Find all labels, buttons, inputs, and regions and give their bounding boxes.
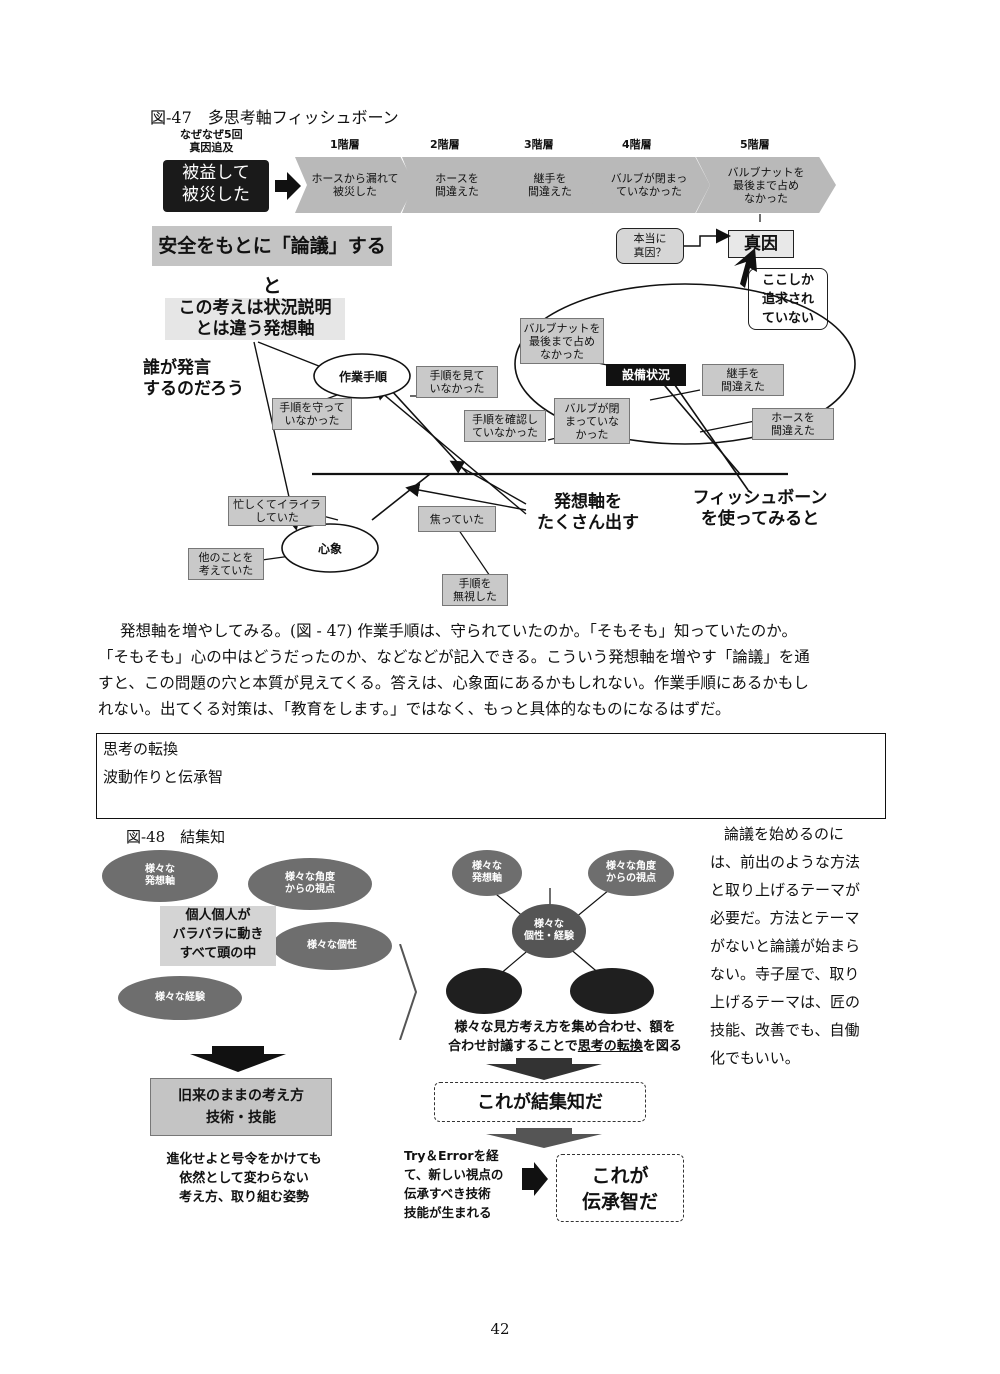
stage-chevron-1: ホースから漏れて 被災した: [295, 157, 415, 213]
start-box: 被益して 被災した: [163, 160, 269, 212]
box-tejun-miru: 手順を見て いなかった: [416, 366, 498, 398]
stage-chevron-3: 継手を 間違えた: [498, 157, 602, 213]
gather-caption-line2: 合わせ討議することで思考の転換を図る: [420, 1037, 710, 1056]
honto-box: 本当に 真因？: [616, 228, 684, 264]
page-number: 42: [490, 1320, 510, 1338]
box-nut: バルブナットを 最後まで占め なかった: [520, 318, 604, 364]
gather-caption-2a: 合わせ討議することで: [448, 1039, 578, 1054]
right-ellipse-2: 様々な角度 からの視点: [588, 850, 674, 896]
box-tejun-mamoru: 手順を守って いなかった: [272, 398, 352, 430]
shinsho-ellipse: [281, 523, 379, 573]
stage-label-3: 3階層: [524, 138, 554, 151]
dark-ellipse-right: [570, 968, 654, 1014]
setsubi-label: 設備状況: [606, 364, 686, 386]
box-tejun-kakunin: 手順を確認し ていなかった: [464, 410, 546, 442]
stage-label-1: 1階層: [330, 138, 360, 151]
stage-chevron-4: バルブが閉まっ ていなかった: [588, 157, 710, 213]
left-ellipse-1: 様々な 発想軸: [102, 850, 218, 902]
individual-box: 個人個人が バラバラに動き すべて頭の中: [160, 906, 276, 966]
why-header: なぜなぜ5回 真因追及: [180, 128, 243, 154]
paragraph-line-1: 発想軸を増やしてみる。(図 - 47) 作業手順は、守られていたのか。「そもそも…: [120, 622, 797, 640]
fishbone-diagram: [253, 214, 856, 583]
tryerror-text: Try＆Errorを経 て、新しい視点の 伝承すべき技術 技能が生まれる: [404, 1148, 504, 1220]
framed-box-line1: 思考の転換: [103, 740, 179, 758]
box-valve: バルブが閉 まっていな かった: [554, 398, 630, 444]
side-text-line-6: ない。寺子屋で、取り: [710, 965, 860, 983]
figure47-title: 図-47 多思考軸フィッシュボーン: [150, 108, 399, 127]
side-text-line-1: 論議を始めるのに: [724, 825, 845, 843]
old-caption: 進化せよと号令をかけても 依然として変わらない 考え方、取り組む姿勢: [166, 1152, 322, 1205]
stage-chevron-5: バルブナットを 最後まで占め なかった: [696, 157, 836, 213]
koko-box: ここしか 追求され ていない: [748, 268, 828, 330]
gather-caption: 様々な見方考え方を集め合わせ、額を 合わせ討議することで思考の転換を図る: [420, 1018, 710, 1056]
who-note: 誰が発言 するのだろう: [143, 358, 244, 399]
sagyo-ellipse: [313, 353, 411, 399]
left-ellipse-4: 様々な経験: [118, 976, 242, 1020]
right-bracket-arrow-icon: [399, 944, 418, 1040]
shinin-box: 真因: [728, 230, 794, 258]
box-aseri: 焦っていた: [418, 506, 496, 532]
start-arrow-icon: [275, 172, 301, 200]
box-tsugite: 継手を 間違えた: [702, 364, 784, 396]
side-text-line-9: 化でもいい。: [710, 1049, 800, 1067]
box-hose: ホースを 間違えた: [752, 408, 834, 440]
thought-axis-note: この考えは状況説明 とは違う発想軸: [165, 298, 345, 340]
paragraph-line-3: すと、この問題の穴と本質が見えてくる。答えは、心象面にあるかもしれない。作業手順…: [98, 674, 809, 692]
down-arrow-2-icon: [486, 1058, 602, 1080]
safety-banner: 安全をもとに「論議」すると: [152, 226, 392, 297]
side-text-line-5: がないと論議が始まら: [710, 937, 861, 955]
setsubi-ellipse: [514, 283, 856, 445]
figure48-title: 図-48 結集知: [126, 828, 226, 846]
gather-caption-line1: 様々な見方考え方を集め合わせ、額を: [454, 1020, 676, 1035]
framed-box-line2: 波動作りと伝承智: [103, 768, 224, 786]
paragraph-line-4: れない。出てくる対策は、「教育をします。」ではなく、もっと具体的なものになるはず…: [98, 700, 731, 718]
old-box: 旧来のままの考え方 技術・技能: [150, 1078, 332, 1136]
stage-label-5: 5階層: [740, 138, 770, 151]
densho-box: これが 伝承智だ: [556, 1154, 684, 1222]
side-text-line-3: と取り上げるテーマが: [710, 881, 861, 899]
dark-ellipse-left: [446, 968, 522, 1014]
side-text-line-2: は、前出のような方法: [710, 853, 861, 871]
hassou-note: 発想軸を たくさん出す: [537, 492, 639, 533]
shinsho-label: 心象: [317, 542, 342, 556]
stage-label-4: 4階層: [622, 138, 652, 151]
right-ellipse-1: 様々な 発想軸: [452, 850, 522, 896]
stage-label-2: 2階層: [430, 138, 460, 151]
box-isogashii: 忙しくてイライラ していた: [228, 496, 326, 526]
gather-caption-2b: 思考の転換: [577, 1039, 643, 1054]
fishbone-note: フィッシュボーン を使ってみると: [692, 488, 828, 529]
body-paragraph: 発想軸を増やしてみる。(図 - 47) 作業手順は、守られていたのか。「そもそも…: [98, 618, 890, 722]
right-arrow-icon: [522, 1162, 548, 1196]
sagyo-label: 作業手順: [338, 370, 387, 384]
side-text-line-7: 上げるテーマは、匠の: [710, 993, 861, 1011]
box-tejun-mushi: 手順を 無視した: [442, 574, 508, 606]
kesshu-box: これが結集知だ: [434, 1082, 646, 1122]
center-ellipse: 様々な 個性・経験: [512, 904, 586, 958]
side-text-line-4: 必要だ。方法とテーマ: [710, 909, 860, 927]
stage-chevron-2: ホースを 間違えた: [402, 157, 512, 213]
side-text: 論議を始めるのに は、前出のような方法 と取り上げるテーマが 必要だ。方法とテー…: [710, 820, 890, 1072]
side-text-line-8: 技能、改善でも、自働: [710, 1021, 860, 1039]
gather-caption-2c: を図る: [642, 1039, 682, 1054]
box-hoka: 他のことを 考えていた: [188, 548, 264, 580]
down-arrow-3-icon: [486, 1128, 602, 1148]
left-ellipse-2: 様々な角度 からの視点: [248, 858, 372, 910]
down-arrow-icon: [190, 1046, 286, 1072]
left-ellipse-3: 様々な個性: [272, 922, 392, 970]
framed-box: 思考の転換 波動作りと伝承智: [96, 733, 886, 819]
paragraph-line-2: 「そもそも」心の中はどうだったのか、などなどが記入できる。こういう発想軸を増やす…: [98, 648, 810, 666]
